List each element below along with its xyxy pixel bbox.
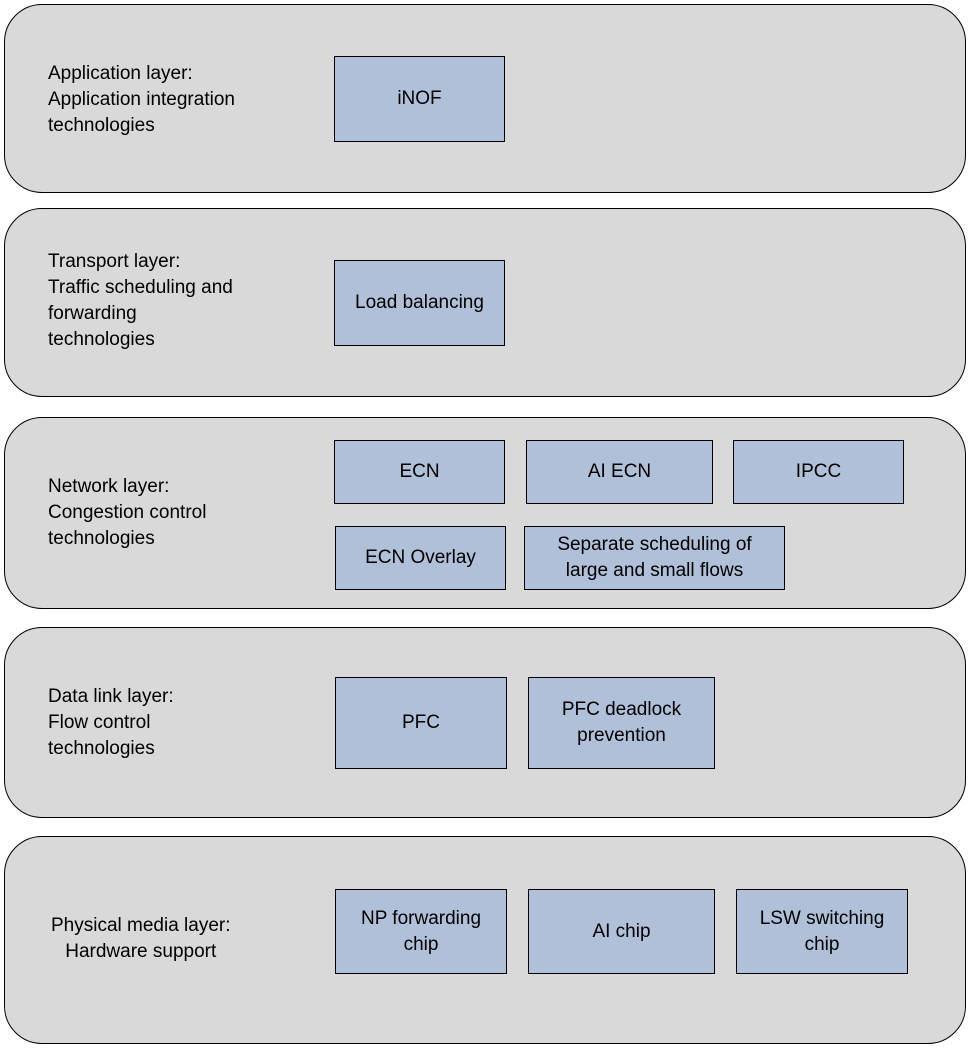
physical-media-layer: Physical media layer: Hardware support N… (4, 836, 966, 1044)
application-layer-label: Application layer: Application integrati… (48, 63, 235, 136)
separate-scheduling-box: Separate scheduling of large and small f… (524, 526, 785, 590)
ipcc-box: IPCC (733, 440, 904, 504)
lsw-switching-chip-box: LSW switching chip (736, 889, 908, 974)
physical-media-layer-label: Physical media layer: Hardware support (51, 915, 231, 962)
ai-chip-box: AI chip (528, 889, 715, 974)
ecn-overlay-box: ECN Overlay (335, 526, 506, 590)
ecn-box: ECN (334, 440, 505, 504)
load-balancing-box: Load balancing (334, 260, 505, 346)
ai-ecn-box: AI ECN (526, 440, 713, 504)
np-forwarding-chip-box: NP forwarding chip (335, 889, 507, 974)
network-layer: Network layer: Congestion control techno… (4, 417, 966, 609)
inof-box: iNOF (334, 56, 505, 142)
data-link-layer: Data link layer: Flow control technologi… (4, 627, 966, 818)
transport-layer-label: Transport layer: Traffic scheduling and … (48, 251, 233, 350)
network-layer-label: Network layer: Congestion control techno… (48, 476, 207, 549)
pfc-box: PFC (335, 677, 507, 769)
application-layer: Application layer: Application integrati… (4, 4, 966, 193)
transport-layer: Transport layer: Traffic scheduling and … (4, 208, 966, 397)
pfc-deadlock-prevention-box: PFC deadlock prevention (528, 677, 715, 769)
data-link-layer-label: Data link layer: Flow control technologi… (48, 686, 174, 759)
